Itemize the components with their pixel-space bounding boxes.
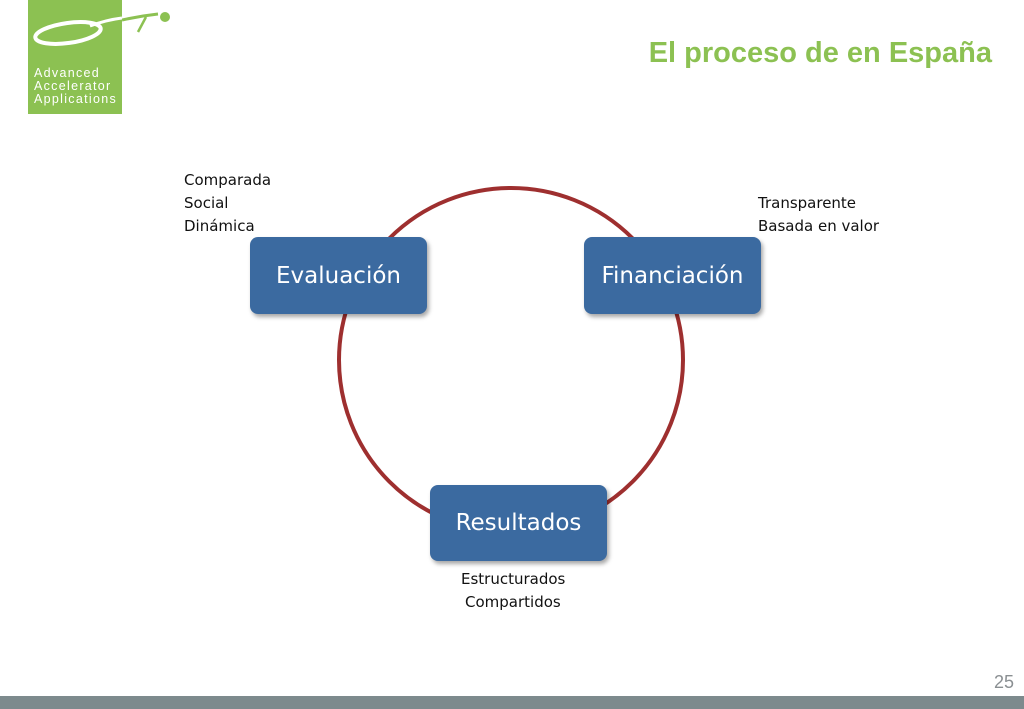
logo-line-2: Accelerator [34,79,112,93]
financiacion-notes: Transparente Basada en valor [758,192,879,238]
note-item: Basada en valor [758,217,880,235]
node-resultados: Resultados [430,485,607,561]
logo-line-3: Applications [34,92,118,106]
orbit-logo-icon [33,16,122,46]
note-item: Comparada [184,171,272,189]
resultados-notes: Estructurados Compartidos [461,568,565,614]
footer-bar [0,696,1024,709]
logo-line-1: Advanced [34,66,100,80]
evaluacion-notes: Comparada Social Dinámica [184,169,271,238]
note-item: Estructurados [461,570,566,588]
note-item: Social [184,194,229,212]
note-item: Transparente [758,194,857,212]
logo-comet-icon [122,12,170,33]
node-evaluacion: Evaluación [250,237,427,314]
node-financiacion: Financiación [584,237,761,314]
page-number: 25 [993,672,1014,692]
slide-title: El proceso de en España [648,37,992,69]
note-item: Dinámica [184,217,255,235]
note-item: Compartidos [465,593,561,611]
